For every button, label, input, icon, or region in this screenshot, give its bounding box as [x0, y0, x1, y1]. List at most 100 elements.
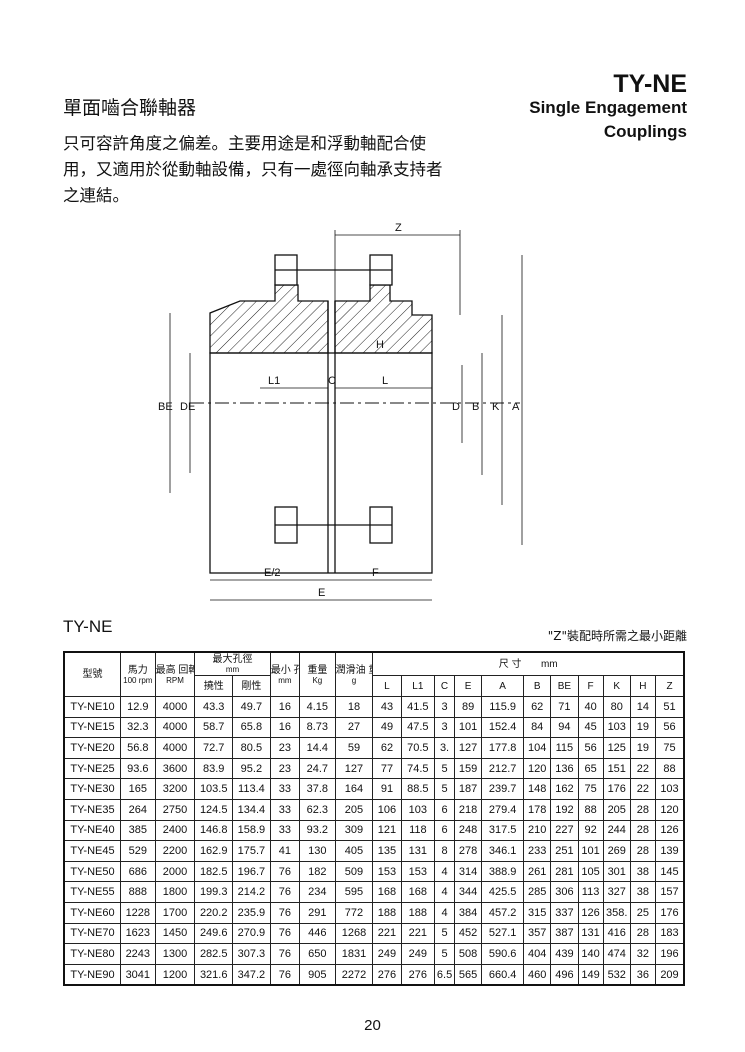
label-d: D: [452, 401, 460, 413]
table-cell: 45: [577, 716, 604, 739]
table-cell: 104: [523, 737, 552, 759]
table-cell: 176: [602, 778, 631, 800]
table-cell: 590.6: [481, 943, 525, 965]
table-cell: 660.4: [481, 963, 525, 986]
header-dim-f: F: [577, 675, 604, 697]
table-cell: 595: [334, 881, 374, 903]
table-cell: 196.7: [232, 860, 271, 883]
table-cell: 2200: [154, 840, 196, 862]
table-cell: 209: [654, 963, 685, 986]
page-number: 20: [364, 1017, 381, 1034]
table-cell: 80.5: [232, 737, 271, 759]
table-cell: 425.5: [481, 881, 525, 903]
table-cell: 23: [269, 737, 301, 759]
header-max-rpm: 最高 回轉數RPM: [154, 651, 196, 697]
table-cell: 49: [372, 716, 402, 739]
table-cell: 1200: [154, 963, 196, 986]
table-cell: 76: [269, 963, 301, 986]
table-cell: 3600: [154, 757, 196, 780]
row-model: TY-NE15: [63, 716, 122, 739]
table-cell: 88: [577, 798, 604, 821]
table-cell: 276: [372, 963, 402, 986]
table-cell: 205: [334, 798, 374, 821]
table-cell: 8: [434, 840, 455, 862]
table-cell: 650: [299, 943, 336, 965]
description: 只可容許角度之偏差。主要用途是和浮動軸配合使用，又適用於從動軸設備，只有一處徑向…: [63, 134, 443, 205]
table-cell: 270.9: [232, 922, 271, 945]
table-cell: 16: [269, 716, 301, 739]
table-cell: 5: [434, 922, 455, 945]
table-cell: 6.5: [434, 963, 455, 986]
table-cell: 157: [654, 881, 685, 903]
table-cell: 75: [577, 778, 604, 800]
table-cell: 1623: [120, 922, 156, 945]
row-model: TY-NE10: [63, 696, 122, 718]
table-cell: 385: [120, 819, 156, 842]
table-cell: 4: [434, 901, 455, 924]
table-cell: 3: [434, 696, 455, 718]
row-model: TY-NE50: [63, 860, 122, 883]
table-cell: 36: [629, 963, 656, 986]
table-cell: 115.9: [481, 696, 525, 718]
table-cell: 384: [453, 901, 483, 924]
table-cell: 65.8: [232, 716, 271, 739]
table-cell: 527.1: [481, 922, 525, 945]
table-cell: 182: [299, 860, 336, 883]
table-cell: 162: [550, 778, 579, 800]
table-cell: 309: [334, 819, 374, 842]
table-cell: 43.3: [194, 696, 234, 718]
table-cell: 175.7: [232, 840, 271, 862]
table-cell: 307.3: [232, 943, 271, 965]
header-dim-c: C: [434, 675, 455, 697]
table-cell: 115: [550, 737, 579, 759]
table-cell: 32.3: [120, 716, 156, 739]
table-cell: 28: [629, 840, 656, 862]
row-model: TY-NE35: [63, 798, 122, 821]
table-cell: 496: [550, 963, 579, 986]
header-dim-l: L: [372, 675, 402, 697]
table-cell: 76: [269, 860, 301, 883]
header-bore-rigid: 剛性: [232, 675, 271, 697]
title-english-line2: Couplings: [603, 122, 687, 141]
table-cell: 279.4: [481, 798, 525, 821]
table-cell: 33: [269, 819, 301, 842]
table-cell: 118: [400, 819, 436, 842]
table-cell: 103: [602, 716, 631, 739]
table-cell: 41.5: [400, 696, 436, 718]
label-be: BE: [158, 401, 173, 413]
table-cell: 74.5: [400, 757, 436, 780]
table-cell: 4: [434, 881, 455, 903]
table-cell: 221: [400, 922, 436, 945]
table-cell: 22: [629, 757, 656, 780]
table-cell: 3: [434, 716, 455, 739]
table-cell: 146.8: [194, 819, 234, 842]
title-english-line1: Single Engagement: [529, 98, 687, 117]
table-cell: 12.9: [120, 696, 156, 718]
table-cell: 532: [602, 963, 631, 986]
table-cell: 388.9: [481, 860, 525, 883]
label-z: Z: [395, 222, 402, 234]
table-cell: 199.3: [194, 881, 234, 903]
table-cell: 28: [629, 922, 656, 945]
table-cell: 4000: [154, 737, 196, 759]
table-cell: 387: [550, 922, 579, 945]
table-cell: 80: [602, 696, 631, 718]
table-cell: 58.7: [194, 716, 234, 739]
table-cell: 416: [602, 922, 631, 945]
table-cell: 127: [334, 757, 374, 780]
table-cell: 251: [550, 840, 579, 862]
table-cell: 72.7: [194, 737, 234, 759]
table-cell: 113: [577, 881, 604, 903]
table-cell: 249: [400, 943, 436, 965]
table-cell: 59: [334, 737, 374, 759]
table-cell: 101: [577, 840, 604, 862]
table-cell: 278: [453, 840, 483, 862]
table-cell: 168: [400, 881, 436, 903]
